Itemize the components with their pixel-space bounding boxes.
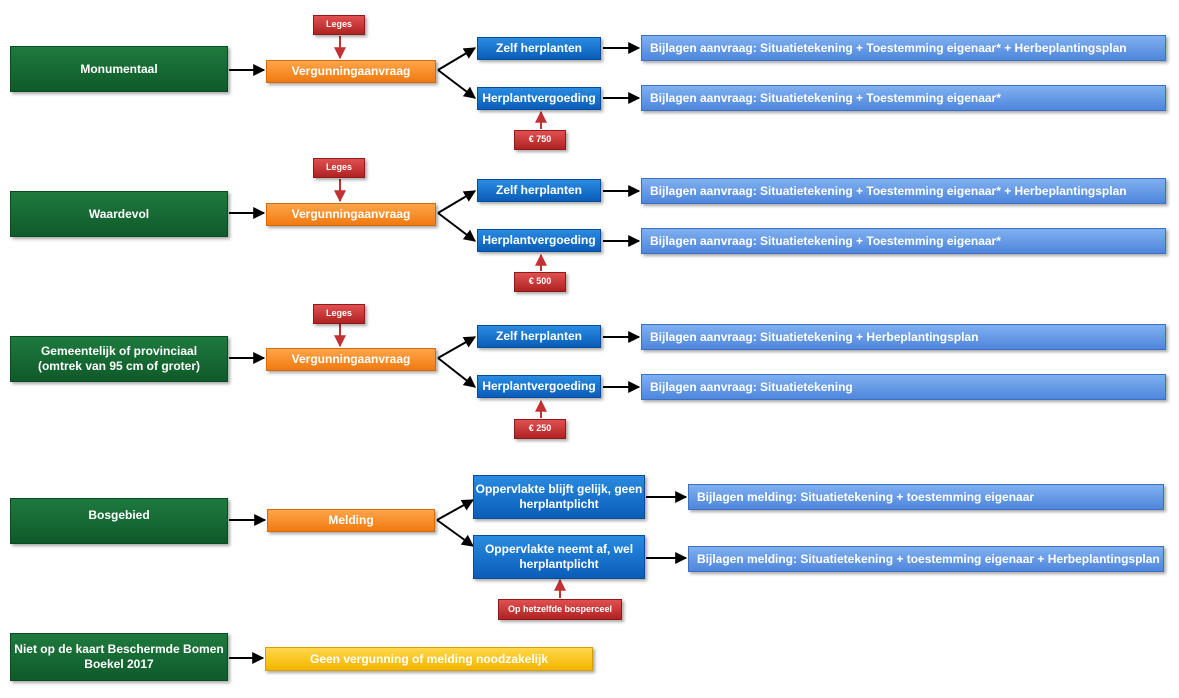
- attachment-label: Bijlagen aanvraag: Situatietekening: [650, 379, 853, 394]
- fee-label: Leges: [325, 162, 352, 173]
- option-herplantvergoeding: Herplantvergoeding: [477, 87, 601, 110]
- attachments-melding-gelijk: Bijlagen melding: Situatietekening + toe…: [688, 484, 1164, 510]
- attachment-label: Bijlagen melding: Situatietekening + toe…: [697, 551, 1160, 566]
- category-label-line2: Boekel 2017: [84, 657, 154, 671]
- attachment-label: Bijlagen melding: Situatietekening + toe…: [697, 489, 1035, 504]
- fee-amount-badge: € 500: [514, 272, 566, 292]
- fee-label: € 750: [528, 134, 552, 145]
- category-bosgebied: Bosgebied: [10, 498, 228, 544]
- option-label-line1: Oppervlakte blijft gelijk, geen: [475, 482, 643, 496]
- option-label: Herplantvergoeding: [482, 233, 596, 247]
- process-vergunningaanvraag: Vergunningaanvraag: [266, 60, 436, 83]
- fee-label: € 500: [528, 276, 552, 287]
- category-label-line1: Niet op de kaart Beschermde Bomen: [14, 642, 224, 656]
- option-zelf-herplanten: Zelf herplanten: [477, 325, 601, 348]
- fee-amount-badge: € 750: [514, 130, 566, 150]
- option-label: Herplantvergoeding: [482, 91, 596, 105]
- process-label: Vergunningaanvraag: [291, 64, 411, 78]
- category-label: Waardevol: [88, 206, 150, 221]
- attachments-zelf-herplanten: Bijlagen aanvraag: Situatietekening + He…: [641, 324, 1166, 350]
- fee-leges-badge: Leges: [313, 304, 365, 324]
- attachments-herplantvergoeding: Bijlagen aanvraag: Situatietekening: [641, 374, 1166, 400]
- category-label-line2: (omtrek van 95 cm of groter): [37, 359, 201, 373]
- option-zelf-herplanten: Zelf herplanten: [477, 37, 601, 60]
- attachments-melding-afname: Bijlagen melding: Situatietekening + toe…: [688, 546, 1164, 572]
- fee-label: € 250: [528, 423, 552, 434]
- option-label-line1: Oppervlakte neemt af, wel: [484, 542, 634, 556]
- category-gemeentelijk-provinciaal: Gemeentelijk of provinciaal (omtrek van …: [10, 336, 228, 382]
- attachment-label: Bijlagen aanvraag: Situatietekening + To…: [650, 90, 1001, 105]
- option-oppervlakte-blijft-gelijk: Oppervlakte blijft gelijk, geen herplant…: [473, 475, 645, 519]
- option-herplantvergoeding: Herplantvergoeding: [477, 375, 601, 398]
- attachments-zelf-herplanten: Bijlagen aanvraag: Situatietekening + To…: [641, 35, 1166, 61]
- attachment-label: Bijlagen aanvraag: Situatietekening + To…: [650, 40, 1127, 55]
- category-niet-op-kaart: Niet op de kaart Beschermde Bomen Boekel…: [10, 633, 228, 681]
- attachments-herplantvergoeding: Bijlagen aanvraag: Situatietekening + To…: [641, 85, 1166, 111]
- option-oppervlakte-neemt-af: Oppervlakte neemt af, wel herplantplicht: [473, 535, 645, 579]
- option-herplantvergoeding: Herplantvergoeding: [477, 229, 601, 252]
- note-same-forest-plot-badge: Op hetzelfde bosperceel: [498, 599, 622, 620]
- process-label: Geen vergunning of melding noodzakelijk: [309, 651, 549, 666]
- fee-leges-badge: Leges: [313, 15, 365, 35]
- option-label-line2: herplantplicht: [519, 497, 599, 511]
- process-geen-vergunning: Geen vergunning of melding noodzakelijk: [265, 647, 593, 671]
- process-label: Melding: [328, 513, 374, 527]
- category-monumentaal: Monumentaal: [10, 46, 228, 92]
- process-label: Vergunningaanvraag: [291, 207, 411, 221]
- attachments-zelf-herplanten: Bijlagen aanvraag: Situatietekening + To…: [641, 178, 1166, 204]
- category-label: Bosgebied: [88, 508, 150, 522]
- attachment-label: Bijlagen aanvraag: Situatietekening + He…: [650, 329, 979, 344]
- option-label: Zelf herplanten: [495, 183, 582, 197]
- fee-amount-badge: € 250: [514, 419, 566, 439]
- fee-leges-badge: Leges: [313, 158, 365, 178]
- category-waardevol: Waardevol: [10, 191, 228, 237]
- note-label: Op hetzelfde bosperceel: [507, 603, 613, 614]
- category-label: Monumentaal: [80, 61, 158, 76]
- attachments-herplantvergoeding: Bijlagen aanvraag: Situatietekening + To…: [641, 228, 1166, 254]
- attachment-label: Bijlagen aanvraag: Situatietekening + To…: [650, 183, 1127, 198]
- option-label: Zelf herplanten: [495, 41, 582, 55]
- option-label: Zelf herplanten: [495, 329, 582, 343]
- process-vergunningaanvraag: Vergunningaanvraag: [266, 348, 436, 371]
- option-label-line2: herplantplicht: [519, 557, 599, 571]
- attachment-label: Bijlagen aanvraag: Situatietekening + To…: [650, 233, 1001, 248]
- option-zelf-herplanten: Zelf herplanten: [477, 179, 601, 202]
- category-label-line1: Gemeentelijk of provinciaal: [40, 344, 198, 358]
- option-label: Herplantvergoeding: [482, 379, 596, 393]
- process-vergunningaanvraag: Vergunningaanvraag: [266, 203, 436, 226]
- fee-label: Leges: [325, 308, 352, 319]
- process-label: Vergunningaanvraag: [291, 352, 411, 366]
- fee-label: Leges: [325, 19, 352, 30]
- process-melding: Melding: [267, 509, 435, 532]
